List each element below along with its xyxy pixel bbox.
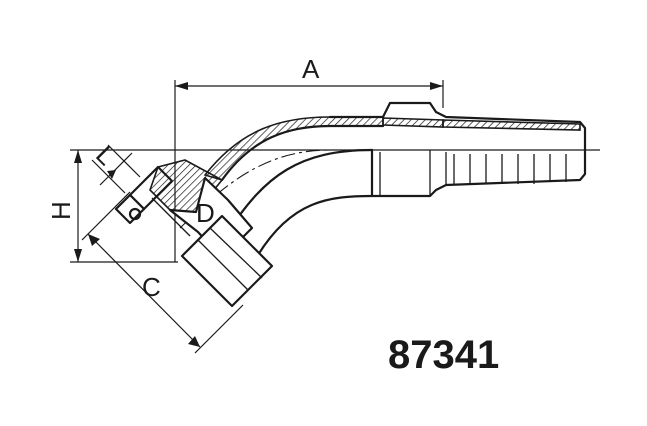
- bent-body: [179, 116, 600, 257]
- flange-nut: [114, 159, 274, 308]
- hose-tail: [328, 101, 587, 198]
- label-c: C: [142, 272, 161, 302]
- part-number: 87341: [388, 333, 499, 377]
- label-h: H: [46, 201, 76, 220]
- label-l: L: [90, 139, 121, 170]
- dimension-l: [91, 144, 141, 194]
- label-d: D: [196, 198, 215, 228]
- dimension-h: [70, 149, 600, 263]
- label-a: A: [302, 54, 320, 84]
- dimension-c: [81, 191, 244, 354]
